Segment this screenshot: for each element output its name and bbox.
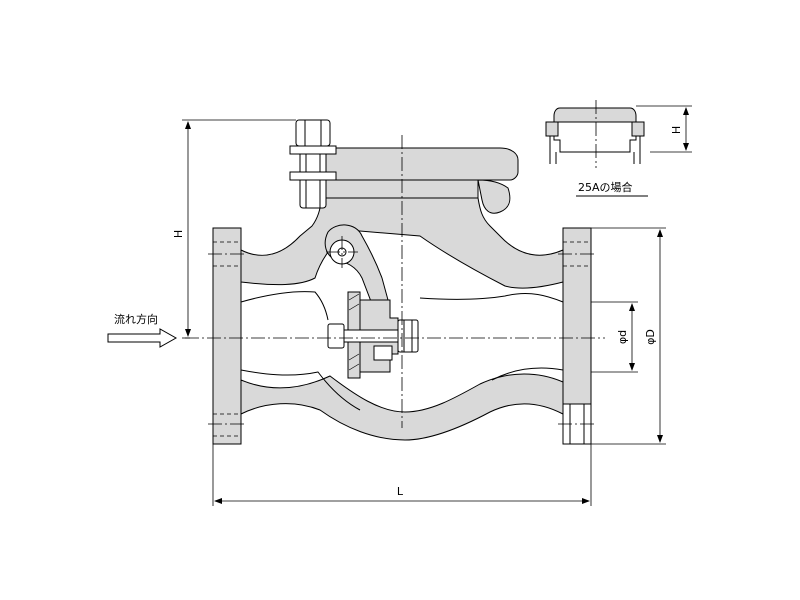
dimension-flange-diameter: φD (591, 227, 666, 445)
flow-direction: 流れ方向 (107, 312, 178, 348)
bonnet-right-rib (477, 179, 511, 214)
flow-direction-label: 流れ方向 (114, 312, 158, 326)
bonnet (289, 119, 519, 214)
bore-lower-wall-right (491, 367, 564, 381)
dimension-bore: φd (591, 301, 638, 373)
disc-hatching (348, 293, 360, 371)
bore-upper-wall-right (419, 293, 564, 303)
bonnet-cover (299, 147, 519, 181)
flow-arrow-icon (107, 328, 178, 348)
inset-caption: 25Aの場合 (578, 180, 633, 194)
dimension-length: L (212, 444, 592, 506)
bore-upper-wall (240, 291, 329, 321)
inset-flange-left (545, 121, 559, 137)
flange-diameter-label: φD (644, 329, 657, 345)
disc-assembly (324, 224, 419, 379)
disc-nut-right (397, 319, 419, 353)
bore-lower-wall (240, 369, 361, 411)
inset-height-label: H (670, 126, 683, 134)
disc-stop (373, 345, 393, 361)
bonnet-neck (321, 179, 479, 199)
bore-label: φd (616, 330, 629, 344)
inlet-flange (212, 227, 242, 445)
inset-flange-right (631, 121, 645, 137)
cover-nut (295, 119, 331, 147)
inset-25a: H 25Aの場合 (545, 100, 692, 197)
disc-nut-left (327, 323, 345, 349)
length-label: L (397, 485, 404, 498)
dimension-height: H (172, 119, 296, 339)
height-label: H (172, 230, 185, 238)
lower-body-shell (240, 373, 564, 441)
inset-body (547, 121, 643, 153)
center-lines (185, 135, 605, 428)
cover-washer (289, 145, 337, 155)
cover-washer (289, 171, 337, 181)
inset-cover (553, 107, 637, 123)
